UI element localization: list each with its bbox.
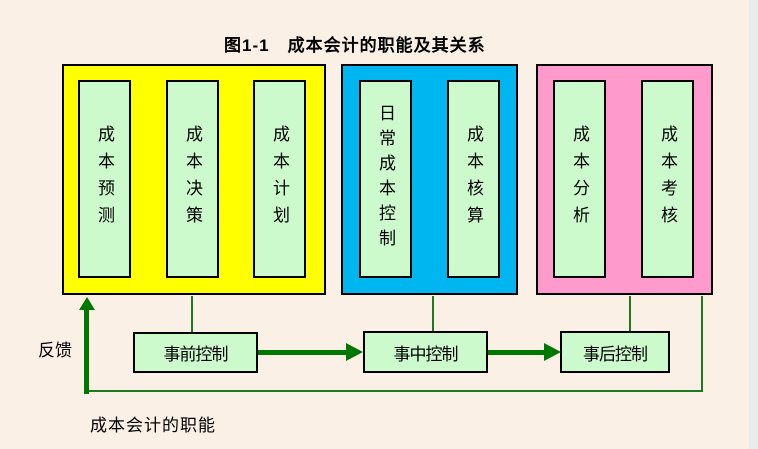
control-box-during: 事中控制 [363,331,488,373]
function-box-analysis: 成本分析 [553,80,606,278]
feedback-label: 反馈 [38,341,72,360]
function-box-forecast: 成本预测 [78,80,131,278]
control-box-after: 事后控制 [560,331,670,373]
function-box-assessment: 成本考核 [641,80,694,278]
feedback-arrow-shaft [84,309,89,394]
connector-blue-to-incontrol [432,296,434,331]
function-box-daily-control: 日常成本控制 [359,80,412,278]
window-edge-strip [749,0,758,449]
feedback-line-bottom [86,390,703,392]
feedback-line-right [701,296,703,392]
control-box-before: 事前控制 [133,332,258,373]
diagram-title: 图1-1 成本会计的职能及其关系 [224,36,486,55]
feedback-arrow-up-icon [79,297,95,310]
arrow-during-to-after-shaft [488,350,544,355]
diagram-caption: 成本会计的职能 [90,416,216,435]
connector-pink-to-postcontrol [629,296,631,331]
group-post-control: 成本分析 成本考核 [536,64,713,295]
arrow-before-to-during-shaft [258,350,346,355]
function-box-cost-accounting: 成本核算 [447,80,500,278]
function-box-planning: 成本计划 [253,80,306,278]
connector-yellow-to-precontrol [191,296,193,332]
arrow-before-to-during-head-icon [346,343,363,361]
group-pre-control: 成本预测 成本决策 成本计划 [62,64,326,295]
group-in-process-control: 日常成本控制 成本核算 [341,64,518,295]
function-box-decision: 成本决策 [166,80,219,278]
arrow-during-to-after-head-icon [544,343,561,361]
